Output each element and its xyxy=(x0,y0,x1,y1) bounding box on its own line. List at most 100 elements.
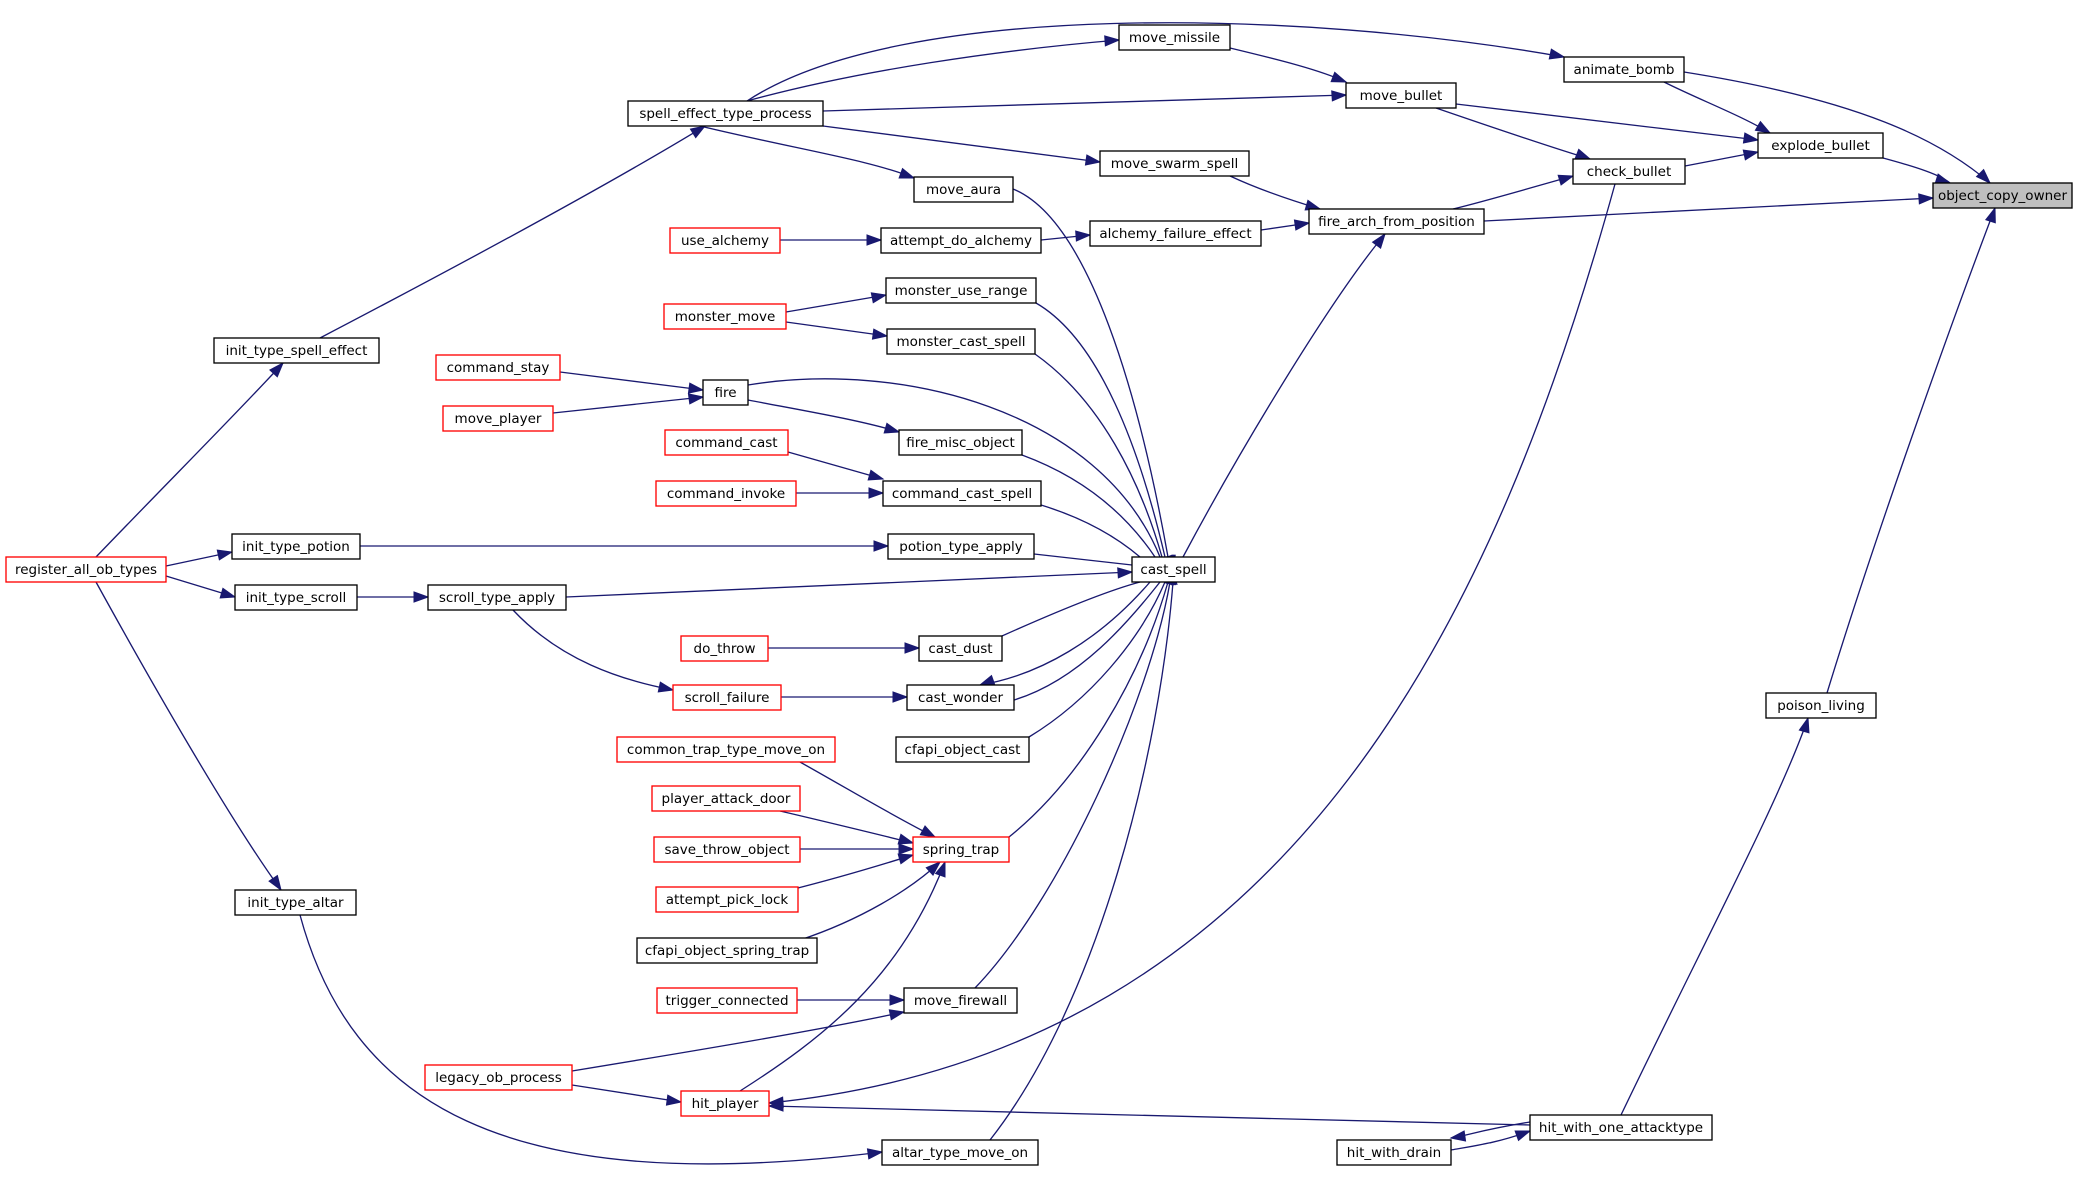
node-label: hit_with_drain xyxy=(1347,1145,1441,1161)
node-fire-misc-object[interactable]: fire_misc_object xyxy=(898,429,1023,456)
edge-scroll_apply-scroll_failure xyxy=(512,609,674,691)
edge-move_missile-move_bullet xyxy=(1229,47,1347,83)
node-cfapi-object-spring-trap[interactable]: cfapi_object_spring_trap xyxy=(636,937,818,964)
node-move-missile[interactable]: move_missile xyxy=(1118,24,1231,51)
node-init-type-altar[interactable]: init_type_altar xyxy=(234,889,357,916)
node-label: animate_bomb xyxy=(1574,62,1675,78)
node-move-player[interactable]: move_player xyxy=(442,405,554,432)
node-box xyxy=(424,1064,573,1091)
node-cast-wonder[interactable]: cast_wonder xyxy=(906,684,1015,711)
edge-hit_player-spring_trap xyxy=(739,861,946,1092)
node-poison-living[interactable]: poison_living xyxy=(1765,692,1877,719)
node-move-bullet[interactable]: move_bullet xyxy=(1345,82,1457,109)
node-command-invoke[interactable]: command_invoke xyxy=(655,480,797,507)
edge-attempt_pick_lock-spring_trap-arrowhead xyxy=(897,853,915,865)
node-use-alchemy[interactable]: use_alchemy xyxy=(669,227,781,254)
node-init-type-scroll[interactable]: init_type_scroll xyxy=(234,584,358,611)
edge-monster_use_range-cast_spell xyxy=(1035,302,1166,558)
node-label: command_stay xyxy=(447,360,550,376)
node-label: spring_trap xyxy=(923,842,999,858)
node-cast-spell[interactable]: cast_spell xyxy=(1131,556,1216,583)
node-label: alchemy_failure_effect xyxy=(1099,226,1251,242)
node-monster-cast-spell[interactable]: monster_cast_spell xyxy=(886,328,1036,355)
node-hit-player[interactable]: hit_player xyxy=(680,1090,770,1117)
node-label: move_missile xyxy=(1129,30,1220,46)
node-scroll-type-apply[interactable]: scroll_type_apply xyxy=(427,584,567,611)
node-trigger-connected[interactable]: trigger_connected xyxy=(656,987,798,1014)
node-register-all-ob-types[interactable]: register_all_ob_types xyxy=(5,556,167,583)
edge-monster_move-monster_cast_spell-arrowhead xyxy=(871,328,889,340)
node-legacy-ob-process[interactable]: legacy_ob_process xyxy=(424,1064,573,1091)
node-animate-bomb[interactable]: animate_bomb xyxy=(1563,56,1685,83)
node-move-firewall[interactable]: move_firewall xyxy=(903,987,1018,1014)
edge-monster_cast_spell-cast_spell xyxy=(1034,353,1163,558)
edge-cast_spell-cast_wonder xyxy=(979,581,1151,686)
edge-cast_spell-fire_arch-arrowhead xyxy=(1371,232,1386,250)
edge-check_bullet-hit_player xyxy=(768,183,1616,1104)
node-label: move_swarm_spell xyxy=(1111,156,1238,172)
edge-player_attack_door-spring_trap-arrowhead xyxy=(897,833,915,845)
edge-check_bullet-explode_bullet-arrowhead xyxy=(1742,149,1760,161)
node-box xyxy=(653,836,801,863)
node-command-cast[interactable]: command_cast xyxy=(664,429,789,456)
node-scroll-failure[interactable]: scroll_failure xyxy=(672,684,782,711)
node-spell-effect-type-process[interactable]: spell_effect_type_process xyxy=(627,100,824,127)
node-hit-with-drain[interactable]: hit_with_drain xyxy=(1336,1139,1452,1166)
node-command-stay[interactable]: command_stay xyxy=(435,354,561,381)
node-box xyxy=(1757,132,1884,159)
node-cfapi-object-cast[interactable]: cfapi_object_cast xyxy=(895,736,1030,763)
node-command-cast-spell[interactable]: command_cast_spell xyxy=(882,480,1042,507)
node-box xyxy=(435,354,561,381)
node-save-throw-object[interactable]: save_throw_object xyxy=(653,836,801,863)
node-attempt-do-alchemy[interactable]: attempt_do_alchemy xyxy=(880,227,1042,254)
edge-monster_move-monster_use_range xyxy=(785,294,887,313)
node-alchemy-failure-effect[interactable]: alchemy_failure_effect xyxy=(1089,220,1262,247)
node-explode-bullet[interactable]: explode_bullet xyxy=(1757,132,1884,159)
node-spring-trap[interactable]: spring_trap xyxy=(912,836,1010,863)
node-cast-dust[interactable]: cast_dust xyxy=(918,635,1003,662)
edge-spring_trap-cast_spell xyxy=(1008,581,1169,838)
node-label: attempt_pick_lock xyxy=(666,892,789,908)
edge-command_stay-fire xyxy=(559,371,704,391)
node-object-copy-owner[interactable]: object_copy_owner xyxy=(1932,182,2073,209)
node-hit-with-one-attacktype[interactable]: hit_with_one_attacktype xyxy=(1529,1114,1713,1141)
node-move-aura[interactable]: move_aura xyxy=(913,176,1014,203)
node-potion-type-apply[interactable]: potion_type_apply xyxy=(887,533,1035,560)
node-label: move_bullet xyxy=(1360,88,1443,104)
edge-init_potion-potion_apply-arrowhead xyxy=(873,540,890,552)
node-label: monster_move xyxy=(675,309,776,325)
node-fire-arch-from-position[interactable]: fire_arch_from_position xyxy=(1308,208,1485,235)
edge-init_altar-altar_move_on-arrowhead xyxy=(866,1148,884,1160)
edge-move_bullet-check_bullet-arrowhead xyxy=(1574,148,1592,160)
node-box xyxy=(636,937,818,964)
node-check-bullet[interactable]: check_bullet xyxy=(1572,158,1686,185)
node-move-swarm-spell[interactable]: move_swarm_spell xyxy=(1099,150,1250,177)
edge-register-init_potion-arrowhead xyxy=(216,549,234,561)
edge-command_cast_spell-cast_spell xyxy=(1040,504,1141,558)
node-init-type-potion[interactable]: init_type_potion xyxy=(231,533,361,560)
node-label: init_type_spell_effect xyxy=(226,343,368,359)
node-box xyxy=(213,337,380,364)
node-box xyxy=(1563,56,1685,83)
node-fire[interactable]: fire xyxy=(702,379,749,406)
edge-altar_move_on-cast_spell xyxy=(989,581,1174,1141)
node-label: monster_use_range xyxy=(895,283,1028,299)
edge-move_bullet-check_bullet xyxy=(1435,107,1591,160)
node-altar-type-move-on[interactable]: altar_type_move_on xyxy=(881,1139,1039,1166)
node-init-type-spell-effect[interactable]: init_type_spell_effect xyxy=(213,337,380,364)
node-label: poison_living xyxy=(1777,698,1865,714)
edge-spell_effect-move_missile-arrowhead xyxy=(1104,35,1121,47)
node-player-attack-door[interactable]: player_attack_door xyxy=(651,785,801,812)
edge-legacy-hit_player xyxy=(571,1084,682,1103)
node-box xyxy=(880,227,1042,254)
node-label: scroll_type_apply xyxy=(439,590,555,606)
node-common-trap-type-move-on[interactable]: common_trap_type_move_on xyxy=(616,736,836,763)
node-box xyxy=(1765,692,1877,719)
node-do-throw[interactable]: do_throw xyxy=(680,635,769,662)
node-attempt-pick-lock[interactable]: attempt_pick_lock xyxy=(655,886,799,913)
node-box xyxy=(231,533,361,560)
node-box xyxy=(913,176,1014,203)
node-monster-move[interactable]: monster_move xyxy=(663,303,787,330)
node-monster-use-range[interactable]: monster_use_range xyxy=(885,277,1037,304)
edge-command_cast-command_cast_spell xyxy=(787,451,884,480)
